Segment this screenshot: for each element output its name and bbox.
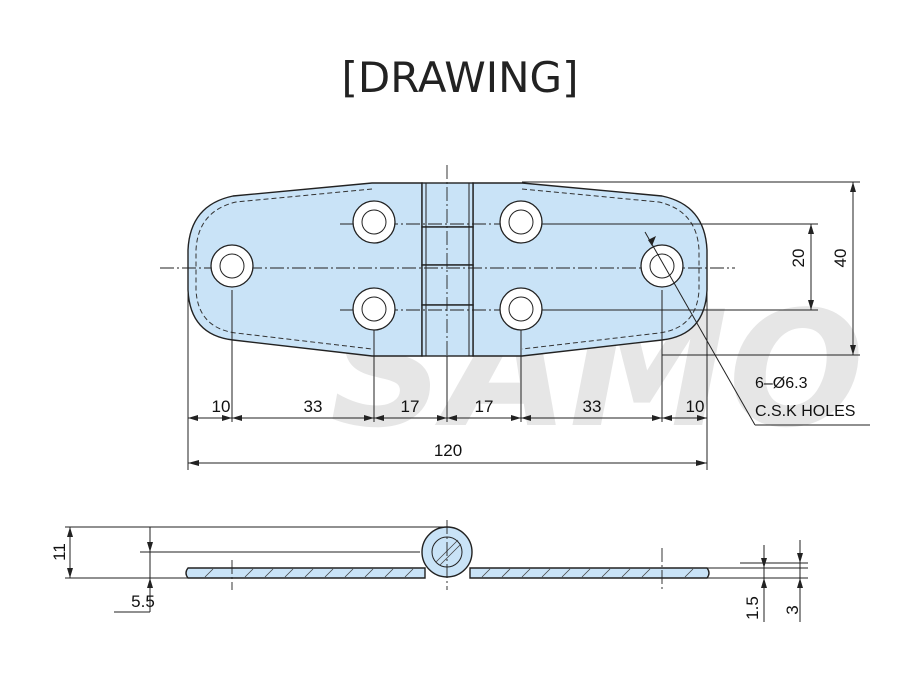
side-offset-label: 5.5	[131, 592, 155, 611]
knuckle-segment-4	[421, 304, 474, 357]
hole-note-type: C.S.K HOLES	[755, 403, 855, 420]
hole-note-size: 6–Ø6.3	[755, 375, 808, 392]
dim-label: 33	[304, 397, 323, 416]
vertical-dimension-20: 20	[789, 224, 814, 310]
dim-label: 17	[401, 397, 420, 416]
hinge-top-view	[160, 165, 735, 360]
dim-label: 33	[583, 397, 602, 416]
side-knuckle-label: 3	[783, 605, 802, 614]
countersunk-hole	[352, 200, 396, 244]
side-offset-dimension: 5.5	[114, 527, 155, 613]
countersunk-hole	[352, 287, 396, 331]
side-knuckle-dimension: 3	[783, 540, 803, 622]
knuckle-segment-1	[421, 182, 474, 228]
side-thickness-label: 1.5	[743, 596, 762, 620]
overall-length-dimension: 120	[188, 441, 707, 466]
dim-label: 17	[475, 397, 494, 416]
countersunk-hole	[640, 244, 684, 288]
hole-callout: 6–Ø6.3 C.S.K HOLES	[644, 231, 870, 426]
countersunk-hole	[210, 244, 254, 288]
dim-20-label: 20	[789, 249, 808, 268]
side-left-leaf	[185, 567, 426, 579]
side-height-label: 11	[50, 543, 69, 561]
dim-label: 10	[686, 397, 705, 416]
drawing-title: [DRAWING]	[342, 53, 579, 102]
vertical-dimension-40: 40	[831, 182, 856, 355]
countersunk-hole	[499, 287, 543, 331]
dim-40-label: 40	[831, 249, 850, 268]
side-thickness-dimension: 1.5	[743, 545, 767, 622]
dim-label: 10	[212, 397, 231, 416]
side-height-dimension: 11	[50, 527, 73, 578]
knuckle-segment-3	[421, 264, 474, 306]
extension-lines	[187, 181, 860, 470]
hinge-side-view	[65, 520, 808, 590]
countersunk-hole	[499, 200, 543, 244]
knuckle-segment-2	[421, 226, 474, 266]
horizontal-dimension-row: 10 33 17 17 33 10	[188, 397, 707, 421]
overall-length-label: 120	[434, 441, 462, 460]
